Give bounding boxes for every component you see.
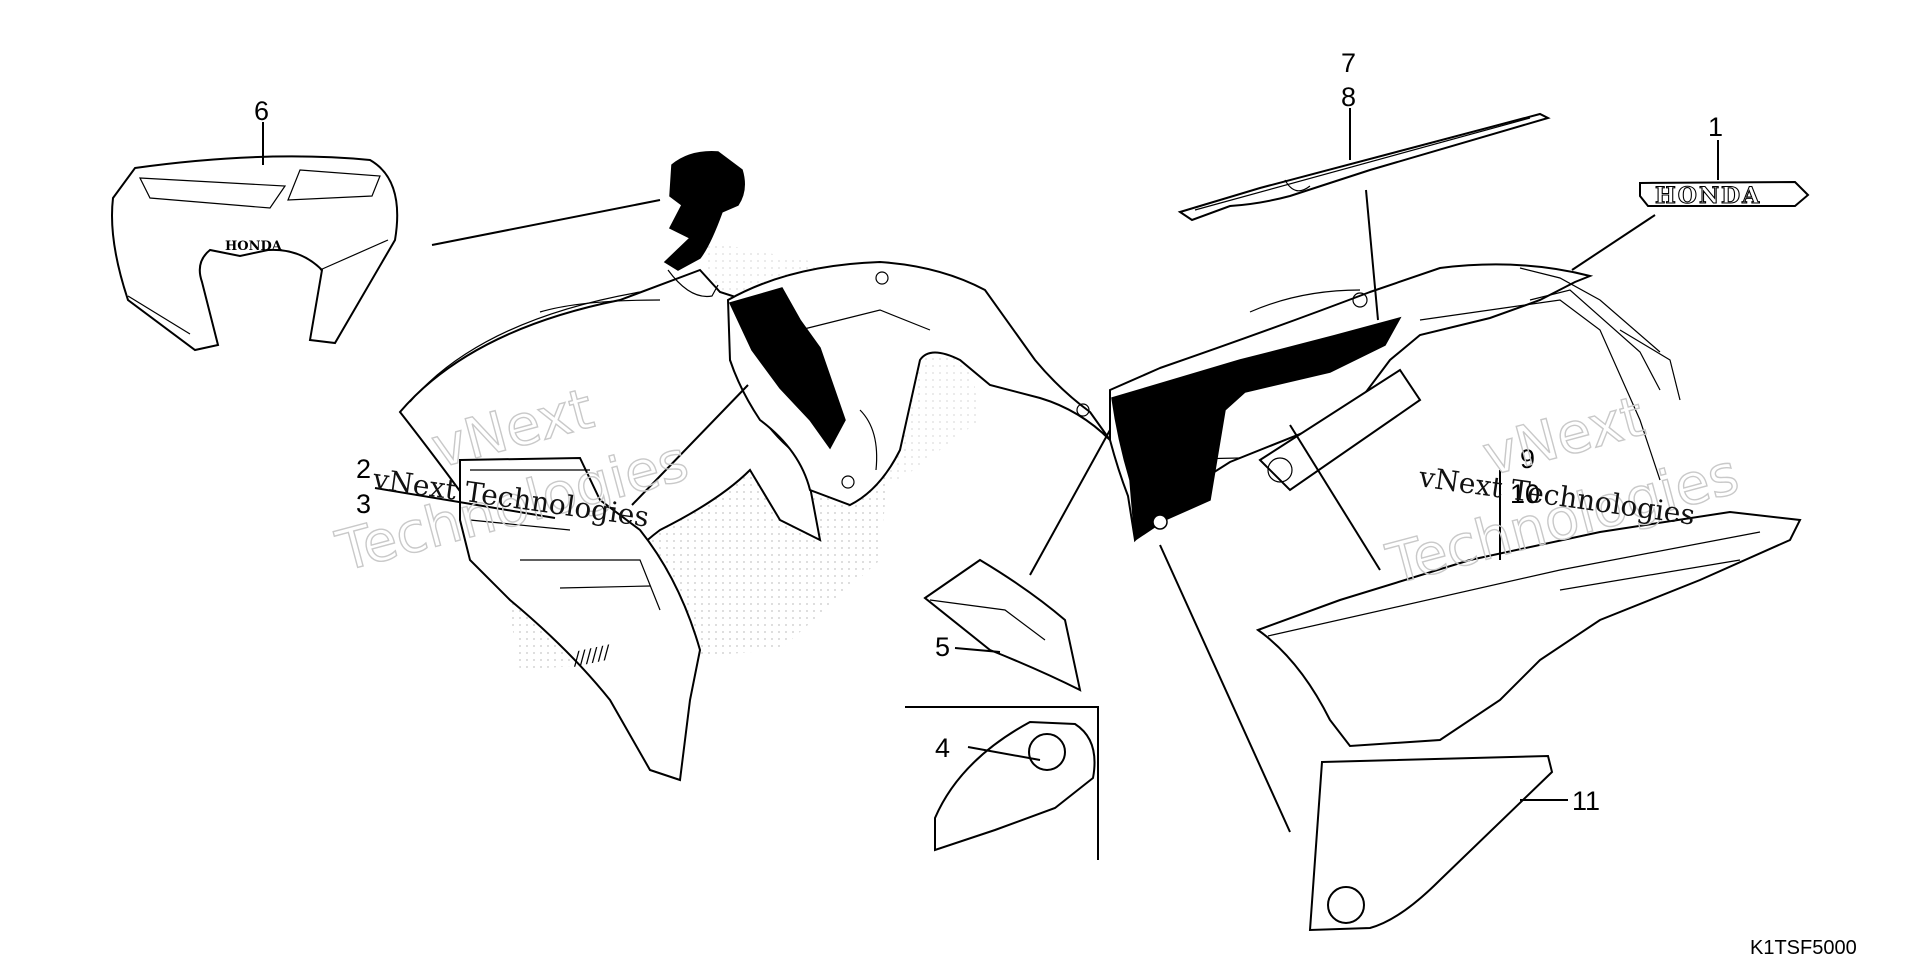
callout-10: 10 [1510, 479, 1540, 509]
side-shroud [726, 260, 1111, 507]
part-11-rear-lower-decal [1308, 754, 1554, 932]
part-9-10-rear-side-decal [1255, 510, 1802, 748]
part-6-front-cowl: HONDA [111, 155, 399, 352]
callout-7: 7 [1341, 48, 1356, 78]
rear-frame [1258, 267, 1681, 492]
callout-6: 6 [254, 96, 269, 126]
emblem-brand-text: HONDA [1655, 183, 1761, 209]
callout-1: 1 [1708, 112, 1723, 142]
part-1-honda-emblem: HONDA [1639, 180, 1810, 210]
callout-8: 8 [1341, 82, 1356, 112]
callout-2: 2 [356, 454, 371, 484]
callout-9: 9 [1520, 444, 1535, 474]
callout-11: 11 [1572, 786, 1600, 816]
part-4-box-decal [905, 706, 1099, 860]
callout-4: 4 [935, 733, 950, 763]
callout-5: 5 [935, 632, 950, 662]
diagram-code: K1TSF5000 [1750, 937, 1857, 959]
cowl-brand-text: HONDA [225, 239, 283, 254]
callout-3: 3 [356, 489, 371, 519]
leader-lines [262, 108, 1719, 833]
part-5-fork-decal [923, 558, 1082, 692]
part-2-3-shroud-decal: ////// [459, 456, 702, 782]
part-7-8-tank-stripe [1177, 112, 1551, 222]
callout-labels: 1 2 3 4 5 6 7 8 9 10 11 K1TSF5000 [254, 48, 1857, 959]
